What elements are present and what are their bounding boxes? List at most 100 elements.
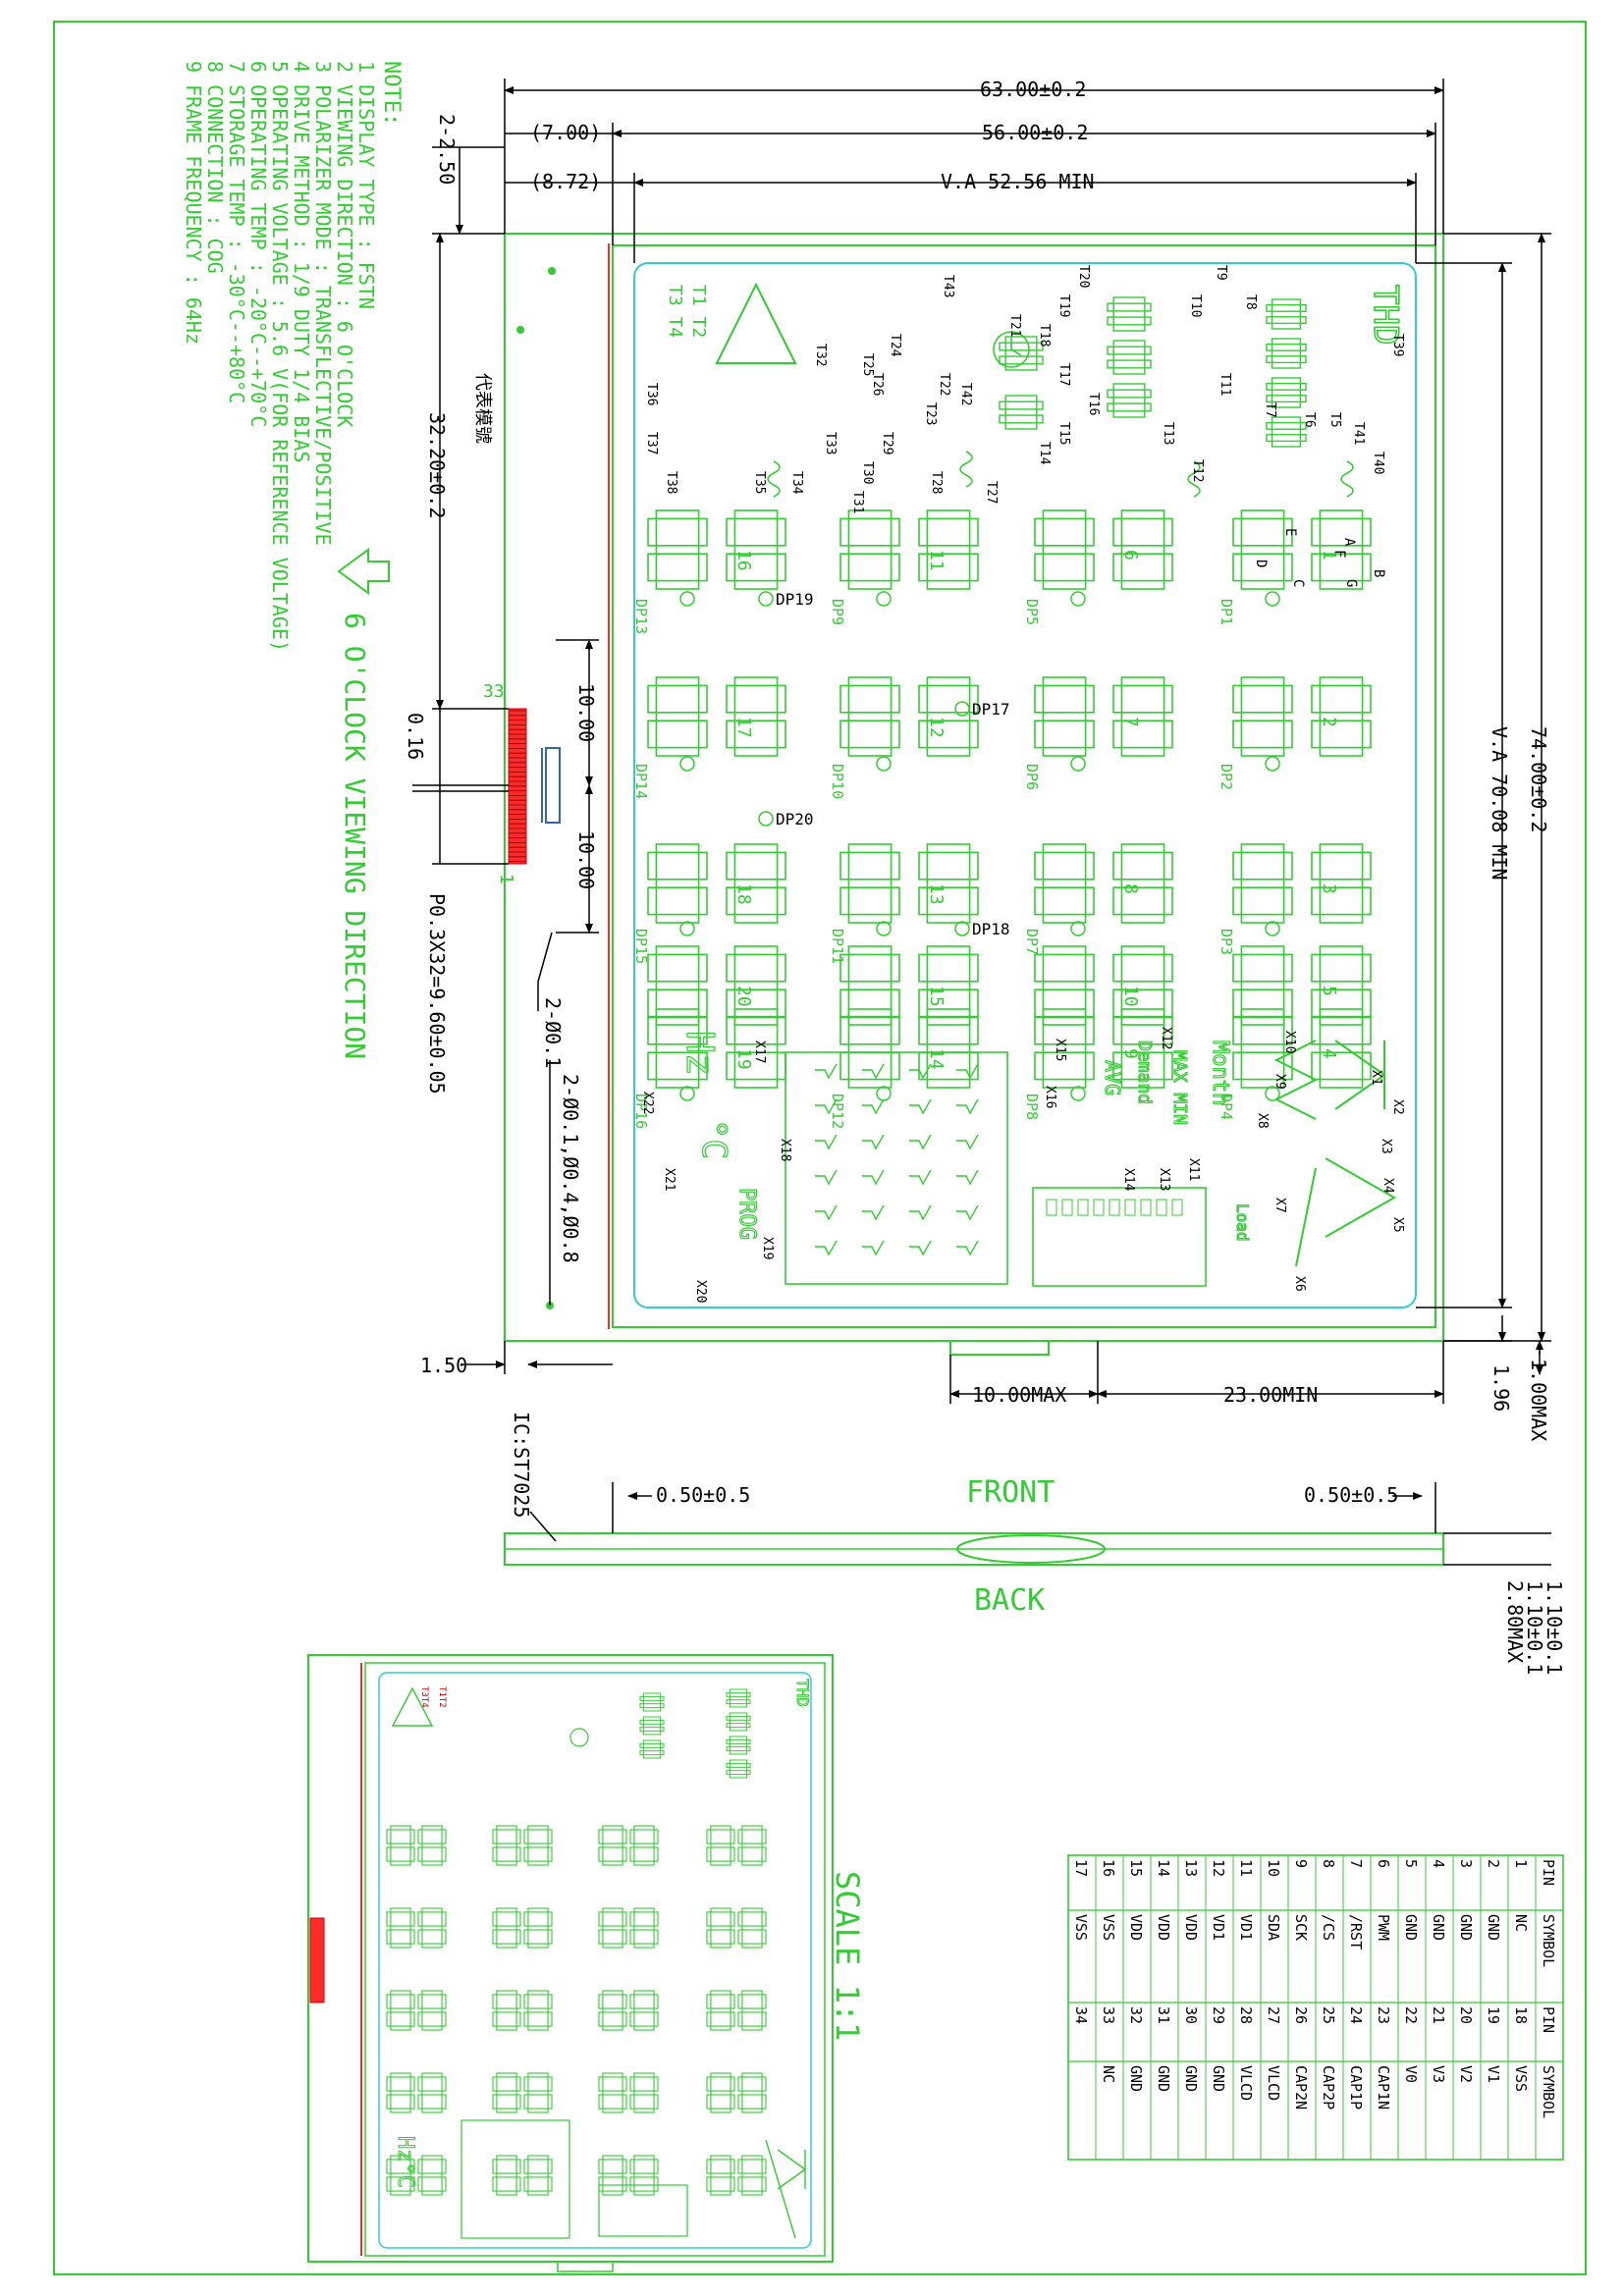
- seven-seg-digit: [706, 2155, 735, 2196]
- seven-seg-digit: [523, 1990, 553, 2031]
- t-segment-label: T21: [1007, 314, 1022, 337]
- seven-seg-digit: [523, 1825, 553, 1866]
- x-segment-label: X9: [1272, 1074, 1287, 1090]
- seven-seg-digit: [1112, 843, 1173, 924]
- t-segment-label: T40: [1371, 452, 1385, 474]
- pin-table-cell: 4: [1430, 1859, 1447, 1868]
- x-segment-label: X3: [1379, 1139, 1393, 1154]
- pin-table-cell: CAP2P: [1320, 2065, 1337, 2109]
- viewing-direction: 6 O'CLOCK VIEWING DIRECTION: [337, 548, 390, 1059]
- digit-number-label: 7: [1120, 717, 1141, 727]
- segment-letter: C: [1290, 579, 1306, 587]
- pin-table-cell: 10: [1265, 1859, 1282, 1877]
- seven-seg-digit: [492, 2155, 521, 2196]
- pin-table-cell: VSS: [1512, 2065, 1530, 2092]
- seven-seg-digit: [726, 843, 786, 924]
- x-segment-label: X5: [1390, 1217, 1405, 1233]
- pin-table-cell: GND: [1182, 2065, 1200, 2092]
- t-segment-label: T11: [1218, 373, 1232, 396]
- seven-seg-digit: [598, 1990, 627, 2031]
- dim-10-b: 10.00: [574, 830, 598, 889]
- dp-label: DP9: [829, 599, 846, 625]
- seven-seg-digit: [647, 509, 708, 590]
- t-segment-label: T32: [813, 344, 828, 366]
- pin-table-cell: 14: [1155, 1859, 1172, 1877]
- side-t3: 2.80MAX: [1503, 1580, 1527, 1663]
- pin-table-cell: 13: [1182, 1859, 1200, 1877]
- pin-table-header: SYMBOL: [1540, 1914, 1557, 1967]
- pin-table-cell: 8: [1320, 1859, 1337, 1868]
- pin-table-cell: NC: [1512, 1914, 1530, 1932]
- digit-number-label: 19: [733, 1048, 754, 1070]
- seven-seg-digit: [726, 1688, 751, 1708]
- pin-table-cell: 7: [1347, 1859, 1365, 1868]
- seven-seg-digit: [918, 945, 979, 1026]
- pin-table-cell: 3: [1457, 1859, 1475, 1868]
- seven-seg-digit: [417, 1825, 447, 1866]
- seven-seg-digit: [1112, 509, 1173, 590]
- seven-seg-digit: [706, 1907, 735, 1949]
- digit-number-label: 8: [1120, 883, 1141, 894]
- pin-table-header: SYMBOL: [1540, 2065, 1557, 2118]
- scale-label: SCALE 1:1: [829, 1871, 866, 2041]
- t-segment-label: T35: [752, 471, 767, 494]
- t-segment-label: T5: [1327, 412, 1342, 428]
- pin-table-cell: 26: [1292, 2006, 1310, 2024]
- dp-label-extra: DP18: [972, 920, 1010, 938]
- pin-table-cell: V1: [1485, 2065, 1502, 2083]
- lcd-degc-label: °C: [694, 1119, 733, 1159]
- dim-872: (8.72): [530, 170, 601, 193]
- digit-number-label: 2: [1319, 717, 1339, 727]
- dp-label: DP2: [1218, 764, 1235, 790]
- scale-view-glass: [364, 1662, 826, 2257]
- digit-number-label: 9: [1120, 1048, 1141, 1059]
- fpc-chip: [545, 747, 561, 824]
- pin-table-cell: VSS: [1072, 1914, 1090, 1941]
- seven-seg-digit: [523, 1907, 553, 1949]
- seven-seg-digit: [737, 2155, 767, 2196]
- seven-seg-digit: [706, 1825, 735, 1866]
- lcd-prog-label: PROG: [734, 1188, 759, 1240]
- pin-table-cell: PWM: [1375, 1914, 1392, 1941]
- t-segment-label: T17: [1056, 363, 1071, 386]
- seven-seg-digit: [737, 2072, 767, 2113]
- lcd-bar-box: [1032, 1187, 1207, 1287]
- lcd-harmonic-box: [785, 1051, 1008, 1285]
- seven-seg-digit: [737, 1907, 767, 1949]
- pin-table-cell: /RST: [1347, 1914, 1365, 1949]
- dim-196: 1.96: [1489, 1364, 1513, 1412]
- pin-table-cell: 31: [1155, 2006, 1172, 2024]
- fpc-tab: [949, 1340, 1050, 1356]
- svg-text:T3T4: T3T4: [419, 1686, 429, 1708]
- dimension-lines: [412, 79, 1551, 1404]
- thd-label: THD: [1366, 285, 1405, 345]
- lcd-avg-label: AVG: [1101, 1060, 1124, 1095]
- note-item: 2 VIEWING DIRECTION : 6 O'CLOCK: [333, 61, 356, 427]
- pin-table-cell: 22: [1402, 2006, 1420, 2024]
- seven-seg-digit: [629, 2155, 659, 2196]
- t-segment-label: T18: [1037, 324, 1052, 347]
- pin-table-cell: 15: [1127, 1859, 1145, 1877]
- dim-total-width: 63.00±0.2: [980, 78, 1086, 101]
- t-segment-label: T9: [1214, 265, 1228, 281]
- x-segment-label: X15: [1053, 1039, 1067, 1061]
- seven-seg-digit: [1232, 509, 1293, 590]
- pin-table-cell: VDD: [1155, 1914, 1172, 1941]
- x-segment-label: X8: [1255, 1113, 1270, 1129]
- t-segment-label: T36: [644, 383, 659, 405]
- seven-seg-digit: [417, 1990, 447, 2031]
- viewing-area: [633, 262, 1417, 1308]
- dim-7: (7.00): [530, 121, 601, 144]
- seven-seg-digit: [1311, 676, 1372, 757]
- seven-seg-digit: [726, 676, 786, 757]
- dim-10max: 10.00MAX: [972, 1383, 1066, 1407]
- seven-seg-digit: [1034, 945, 1095, 1026]
- seven-seg-digit: [1232, 676, 1293, 757]
- pin-table-cell: 28: [1237, 2006, 1255, 2024]
- x-segment-label: X4: [1380, 1178, 1395, 1194]
- seven-seg-digit: [839, 945, 900, 1026]
